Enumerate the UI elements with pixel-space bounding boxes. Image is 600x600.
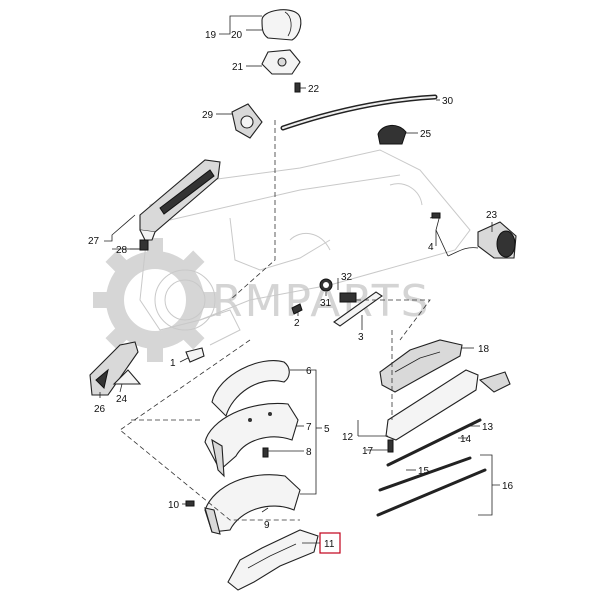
callout-32: 32 — [341, 272, 353, 283]
callout-6: 6 — [306, 366, 312, 377]
callout-15: 15 — [418, 466, 430, 477]
callout-9: 9 — [264, 520, 270, 531]
callout-19: 19 — [205, 30, 217, 41]
callout-16: 16 — [502, 481, 514, 492]
callout-4: 4 — [428, 242, 434, 253]
callout-14: 14 — [460, 434, 472, 445]
callout-1: 1 — [170, 358, 176, 369]
part-21-bracket — [261, 49, 301, 75]
part-7-binnacle — [204, 402, 299, 478]
callout-28: 28 — [116, 245, 128, 256]
callout-10: 10 — [168, 500, 180, 511]
part-18-bracket — [379, 339, 463, 393]
callout-11: 11 — [324, 539, 335, 550]
callout-2: 2 — [294, 318, 300, 329]
part-4-cable — [429, 212, 449, 257]
callout-23: 23 — [486, 210, 498, 221]
part-3-bracket — [333, 291, 383, 327]
callout-13: 13 — [482, 422, 494, 433]
part-19-cover — [261, 9, 302, 41]
leader-lines — [99, 15, 500, 521]
part-24-panel — [112, 369, 142, 385]
part-6-cover — [211, 360, 290, 418]
dashboard-outline — [139, 149, 471, 346]
part-23-vent — [447, 221, 517, 259]
callout-3: 3 — [358, 332, 364, 343]
callout-7: 7 — [306, 422, 312, 433]
callout-12: 12 — [342, 432, 354, 443]
part-31-grommet — [319, 278, 333, 292]
callout-20: 20 — [231, 30, 243, 41]
part-8-screw — [262, 447, 269, 458]
part-2-screw — [291, 303, 303, 315]
part-28-clip — [139, 239, 149, 251]
callout-24: 24 — [116, 394, 128, 405]
callout-29: 29 — [202, 110, 214, 121]
part-10-screw — [185, 500, 195, 507]
callout-31: 31 — [320, 298, 332, 309]
watermark: RMPARTS — [93, 238, 429, 362]
part-25-cover — [377, 125, 407, 145]
callout-30: 30 — [442, 96, 454, 107]
part-29-bezel — [231, 103, 263, 139]
callout-8: 8 — [306, 447, 312, 458]
part-11-duct — [227, 529, 319, 591]
part-30-strip — [280, 94, 438, 131]
part-26-panel — [89, 341, 139, 396]
part-9-shroud — [204, 474, 301, 535]
part-17-screw — [387, 439, 394, 453]
part-32-clip — [339, 292, 357, 303]
rod-parts — [376, 418, 487, 517]
callout-labels: 19 20 21 22 30 29 25 27 28 23 4 32 31 2 … — [88, 30, 514, 550]
callout-21: 21 — [232, 62, 244, 73]
part-22-screw — [294, 82, 301, 93]
callout-25: 25 — [420, 129, 432, 140]
part-27-trim — [139, 159, 221, 241]
callout-26: 26 — [94, 404, 106, 415]
callout-5: 5 — [324, 424, 330, 435]
callout-22: 22 — [308, 84, 320, 95]
callout-27: 27 — [88, 236, 100, 247]
callout-18: 18 — [478, 344, 490, 355]
part-1-bracket — [185, 347, 205, 363]
gear-icon — [93, 238, 217, 362]
callout-17: 17 — [362, 446, 374, 457]
